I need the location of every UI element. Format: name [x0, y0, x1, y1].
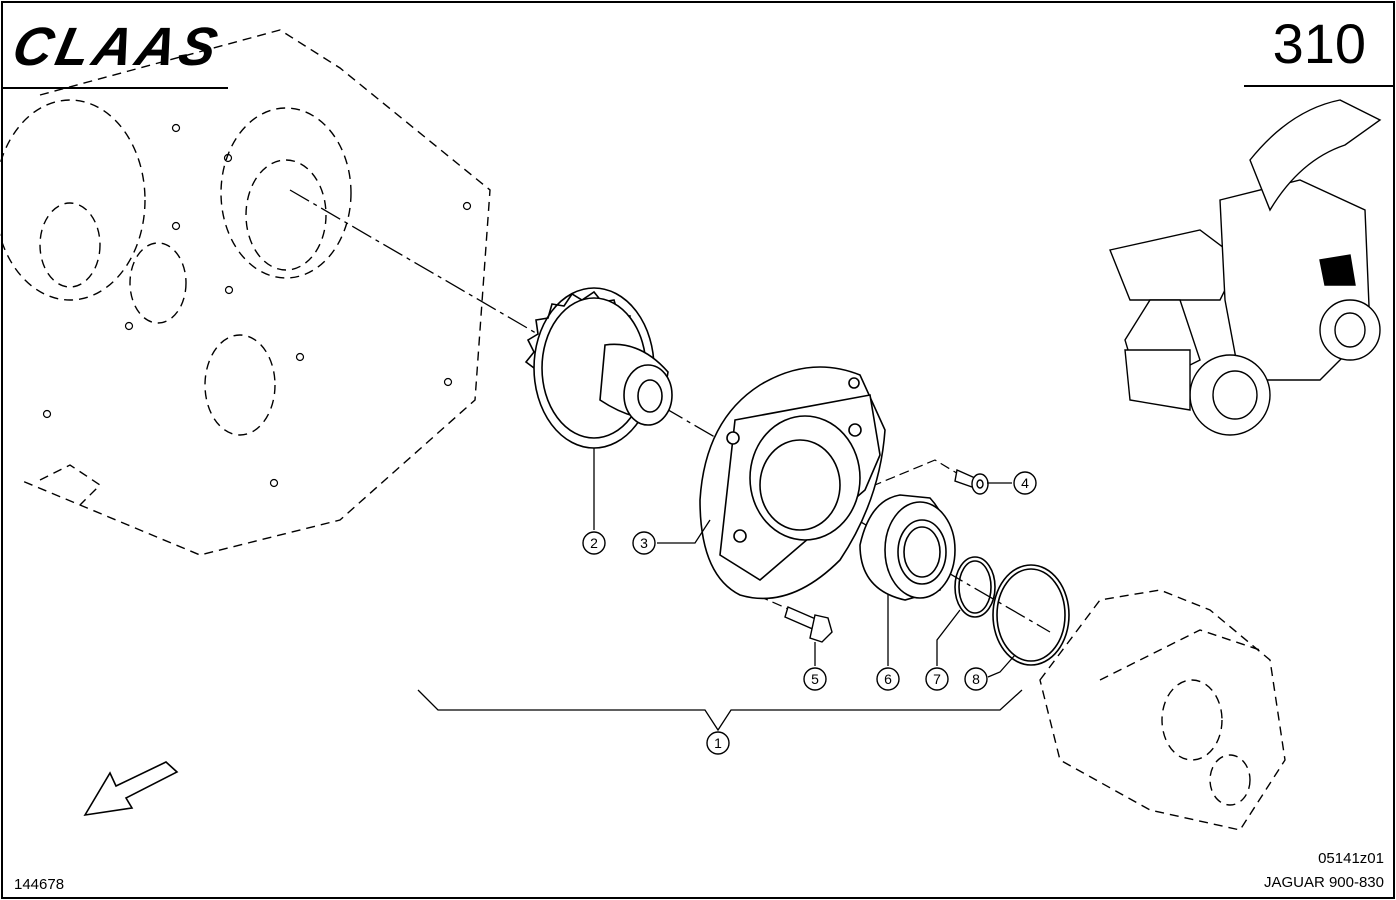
ball-bearing-part [859, 494, 956, 601]
large-circlip-part [992, 564, 1070, 666]
callout-circle [925, 667, 949, 691]
callout-2: 2 [582, 531, 606, 555]
socket-screw-part [954, 468, 989, 495]
callout-6: 6 [876, 667, 900, 691]
callout-circle [803, 667, 827, 691]
callout-8: 8 [964, 667, 988, 691]
hydraulic-pump [1039, 589, 1286, 831]
callout-circle [706, 731, 730, 755]
illustration-code: 05141z01 [1318, 850, 1384, 867]
brand-logo: CLAAS [7, 17, 227, 77]
hex-bolt-part [784, 606, 833, 643]
callout-1: 1 [706, 731, 730, 755]
callout-4: 4 [1013, 471, 1037, 495]
housing-holes [42, 123, 472, 488]
callout-label: 4 [1021, 475, 1029, 491]
callout-circle [1013, 471, 1037, 495]
callout-label: 8 [972, 671, 980, 687]
callout-label: 3 [640, 535, 648, 551]
callout-3: 3 [632, 531, 656, 555]
gearbox-housing [0, 29, 491, 556]
flange-housing-part [699, 366, 886, 600]
callout-circle [632, 531, 656, 555]
page-number: 310 [1272, 12, 1366, 75]
callout-7: 7 [925, 667, 949, 691]
callout-circle [582, 531, 606, 555]
callout-label: 6 [884, 671, 892, 687]
leader-lines [417, 448, 1023, 732]
harvester-thumbnail [1109, 99, 1382, 436]
gear-part [524, 287, 673, 449]
callout-label: 1 [714, 735, 722, 751]
model-name: JAGUAR 900-830 [1263, 874, 1384, 891]
direction-arrow [83, 761, 179, 817]
callout-label: 5 [811, 671, 819, 687]
callout-circle [876, 667, 900, 691]
callout-5: 5 [803, 667, 827, 691]
document-number: 144678 [14, 876, 65, 893]
screw4-axis-line [857, 459, 966, 493]
callout-circle [964, 667, 988, 691]
callout-label: 2 [590, 535, 598, 551]
small-circlip-part [954, 556, 996, 618]
callout-label: 7 [933, 671, 941, 687]
